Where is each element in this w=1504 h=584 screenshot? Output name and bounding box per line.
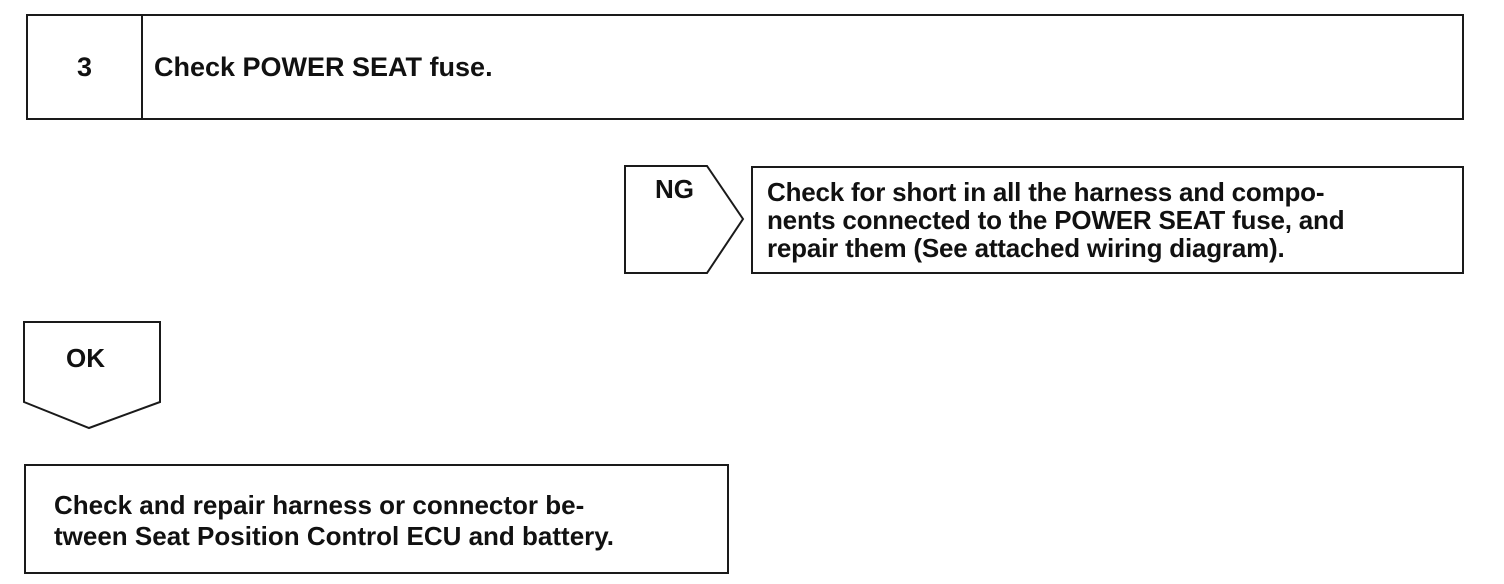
- step-header-box: 3 Check POWER SEAT fuse.: [26, 14, 1464, 120]
- ng-label: NG: [655, 174, 694, 204]
- step-title: Check POWER SEAT fuse.: [154, 51, 493, 82]
- ok-action-line-2: tween Seat Position Control ECU and batt…: [54, 521, 615, 551]
- ng-action-box: Check for short in all the harness and c…: [751, 166, 1464, 274]
- ok-action-box: Check and repair harness or connector be…: [24, 464, 729, 574]
- ok-action-line-1: Check and repair harness or connector be…: [54, 490, 585, 520]
- ng-action-line-3: repair them (See attached wiring diagram…: [767, 233, 1285, 263]
- ok-label: OK: [66, 343, 105, 373]
- ng-action-line-1: Check for short in all the harness and c…: [767, 177, 1325, 207]
- step-number: 3: [28, 16, 143, 118]
- ng-action-line-2: nents connected to the POWER SEAT fuse, …: [767, 205, 1345, 235]
